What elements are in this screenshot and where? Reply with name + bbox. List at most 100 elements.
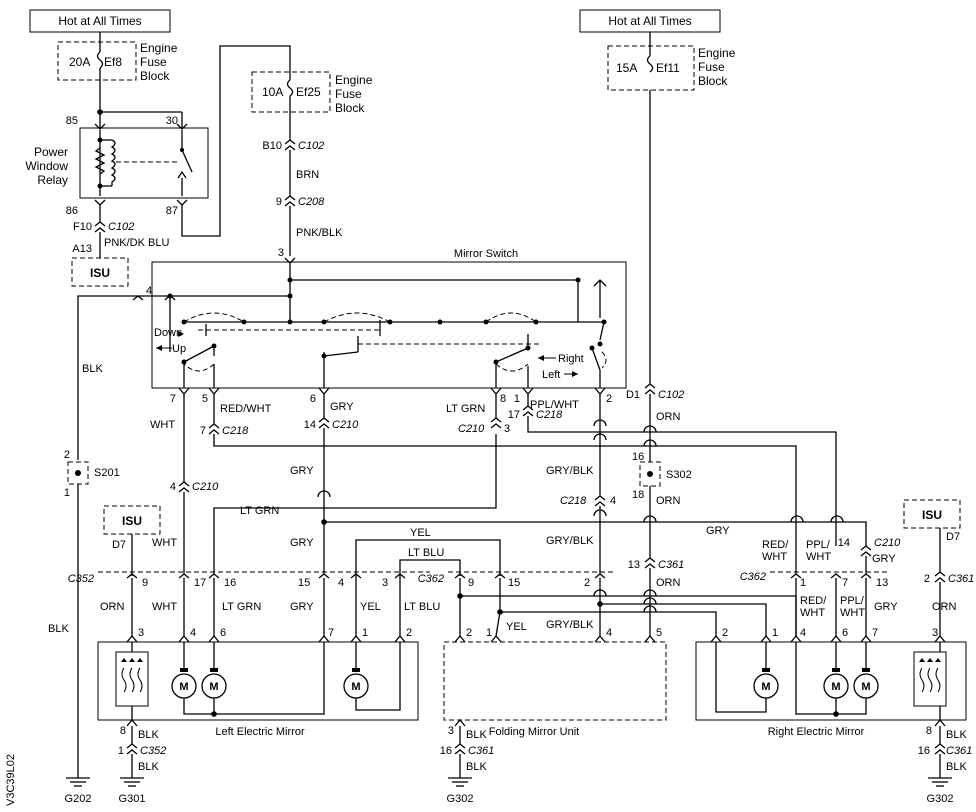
svg-text:Engine: Engine <box>335 73 373 87</box>
svg-text:ORN: ORN <box>100 601 125 613</box>
svg-text:2: 2 <box>606 393 612 405</box>
svg-text:C210: C210 <box>192 481 219 493</box>
fuse-ef8-id: Ef8 <box>104 55 122 69</box>
svg-text:C102: C102 <box>658 389 684 401</box>
svg-text:17: 17 <box>194 577 206 589</box>
svg-text:16: 16 <box>224 577 236 589</box>
svg-text:7: 7 <box>872 627 878 639</box>
svg-text:M: M <box>351 681 360 693</box>
svg-text:30: 30 <box>166 115 178 127</box>
svg-text:15A: 15A <box>616 61 637 75</box>
svg-text:C361: C361 <box>658 559 684 571</box>
svg-text:M: M <box>831 681 840 693</box>
svg-text:2: 2 <box>924 573 930 585</box>
svg-text:3: 3 <box>504 423 510 435</box>
svg-text:BLK: BLK <box>138 729 159 741</box>
svg-text:WHT: WHT <box>840 607 865 619</box>
svg-text:2: 2 <box>64 449 70 461</box>
svg-text:Ef25: Ef25 <box>296 85 321 99</box>
svg-text:C361: C361 <box>468 745 494 757</box>
svg-text:1: 1 <box>800 577 806 589</box>
svg-text:87: 87 <box>166 205 178 217</box>
supply-left-label: Hot at All Times <box>58 14 141 28</box>
svg-text:PPL/: PPL/ <box>806 539 831 551</box>
svg-text:C210: C210 <box>458 423 485 435</box>
svg-text:Block: Block <box>140 69 170 83</box>
svg-text:LT BLU: LT BLU <box>404 601 440 613</box>
svg-text:16: 16 <box>440 745 452 757</box>
svg-text:C352: C352 <box>68 573 94 585</box>
svg-text:GRY: GRY <box>290 537 314 549</box>
svg-text:5: 5 <box>202 393 208 405</box>
svg-text:D7: D7 <box>946 531 960 543</box>
svg-text:4: 4 <box>800 627 806 639</box>
fuse-ef8-symbol-icon <box>96 51 104 69</box>
svg-text:RED/WHT: RED/WHT <box>220 403 272 415</box>
svg-text:14: 14 <box>304 419 316 431</box>
svg-text:M: M <box>761 681 770 693</box>
svg-text:WHT: WHT <box>152 601 177 613</box>
svg-text:8: 8 <box>500 393 506 405</box>
isu-box-left: ISU <box>71 257 129 287</box>
fuse-ef25: 10A Ef25 Engine Fuse Block <box>251 71 373 115</box>
svg-text:17: 17 <box>508 409 520 421</box>
svg-text:Power: Power <box>34 145 68 159</box>
ground-g302-a: G302 <box>447 777 473 805</box>
svg-text:1: 1 <box>514 393 520 405</box>
svg-text:1: 1 <box>118 745 124 757</box>
svg-text:GRY: GRY <box>706 525 730 537</box>
svg-text:C102: C102 <box>108 221 134 233</box>
svg-text:GRY/BLK: GRY/BLK <box>546 619 594 631</box>
svg-text:Folding Mirror Unit: Folding Mirror Unit <box>489 726 579 738</box>
svg-text:YEL: YEL <box>506 621 527 633</box>
svg-text:4: 4 <box>190 627 196 639</box>
svg-text:2: 2 <box>406 627 412 639</box>
svg-text:GRY/BLK: GRY/BLK <box>546 535 594 547</box>
svg-text:Engine: Engine <box>698 46 736 60</box>
svg-text:GRY: GRY <box>290 601 314 613</box>
svg-text:LT BLU: LT BLU <box>408 547 444 559</box>
svg-text:GRY: GRY <box>872 553 896 565</box>
svg-text:PPL/: PPL/ <box>840 595 865 607</box>
svg-text:2: 2 <box>722 627 728 639</box>
svg-text:9: 9 <box>468 577 474 589</box>
svg-text:C362: C362 <box>418 573 444 585</box>
svg-text:BLK: BLK <box>466 761 487 773</box>
svg-text:C210: C210 <box>874 537 901 549</box>
svg-text:Left Electric Mirror: Left Electric Mirror <box>215 726 305 738</box>
svg-text:1: 1 <box>772 627 778 639</box>
svg-text:8: 8 <box>926 725 932 737</box>
relay-resistor-icon <box>94 147 106 175</box>
svg-text:C218: C218 <box>536 409 563 421</box>
svg-text:85: 85 <box>66 115 78 127</box>
svg-text:Fuse: Fuse <box>698 60 725 74</box>
svg-text:8: 8 <box>120 725 126 737</box>
svg-text:Right Electric Mirror: Right Electric Mirror <box>768 726 865 738</box>
svg-text:Block: Block <box>335 101 365 115</box>
svg-text:GRY: GRY <box>290 465 314 477</box>
motor-icon <box>753 673 779 699</box>
document-code: V3C39L02 <box>5 754 17 806</box>
svg-text:LT GRN: LT GRN <box>446 403 485 415</box>
svg-text:C361: C361 <box>946 745 972 757</box>
svg-text:3: 3 <box>932 627 938 639</box>
svg-text:6: 6 <box>842 627 848 639</box>
svg-text:M: M <box>209 681 218 693</box>
svg-text:4: 4 <box>146 285 152 297</box>
left-electric-mirror: Left Electric Mirror 3 4 6 7 1 2 M M M <box>97 627 419 738</box>
svg-text:GRY: GRY <box>874 601 898 613</box>
svg-text:WHT: WHT <box>150 419 175 431</box>
svg-text:18: 18 <box>632 489 644 501</box>
svg-text:Engine: Engine <box>140 41 178 55</box>
svg-text:1: 1 <box>362 627 368 639</box>
svg-text:C218: C218 <box>222 425 249 437</box>
svg-text:ORN: ORN <box>656 411 681 423</box>
svg-text:C208: C208 <box>298 196 325 208</box>
svg-text:ISU: ISU <box>122 514 142 528</box>
svg-text:D1: D1 <box>626 389 640 401</box>
svg-text:4: 4 <box>338 577 344 589</box>
svg-text:6: 6 <box>310 393 316 405</box>
svg-text:WHT: WHT <box>152 537 177 549</box>
svg-text:86: 86 <box>66 205 78 217</box>
